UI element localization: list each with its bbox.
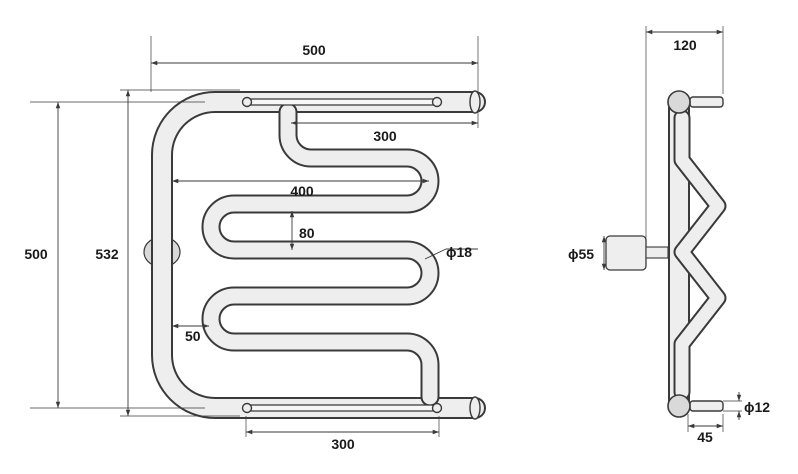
dim-width-total-label: 500: [302, 42, 326, 58]
dim-bar-offset: 45: [687, 414, 724, 445]
dim-coil-width: 400: [172, 178, 429, 199]
dim-side-depth: 120: [645, 26, 724, 238]
dim-pipe-diameter-label: ϕ18: [446, 244, 472, 260]
dim-slot-top-label: 300: [373, 128, 397, 144]
dim-slot-bottom: 300: [245, 416, 440, 452]
dim-coil-pitch: 80: [289, 211, 315, 250]
dim-bar-offset-label: 45: [697, 429, 713, 445]
side-bars: [667, 90, 724, 418]
dim-height-overall: 532: [95, 89, 240, 417]
front-view: 500 300 400 80 ϕ18 50: [24, 36, 486, 452]
dim-coil-width-label: 400: [290, 183, 314, 199]
dim-height-total-label: 500: [24, 246, 48, 262]
side-coil: [673, 109, 727, 401]
dim-height-total: 500: [24, 101, 205, 409]
dim-width-total: 500: [150, 36, 479, 92]
serpentine-coil: [201, 102, 440, 407]
dim-height-overall-label: 532: [95, 246, 119, 262]
dim-bar-diameter-label: ϕ12: [744, 399, 770, 415]
dim-slot-top: 300: [291, 112, 479, 144]
dim-slot-bottom-label: 300: [331, 436, 355, 452]
dim-flange-diameter: ϕ55: [568, 236, 607, 270]
bottom-slot: [241, 402, 443, 414]
dim-pipe-diameter: ϕ18: [424, 244, 478, 260]
dim-coil-pitch-label: 80: [299, 225, 315, 241]
dim-coil-offset-label: 50: [185, 328, 201, 344]
top-slot: [241, 96, 443, 108]
dim-side-depth-label: 120: [673, 37, 697, 53]
frame-pipe: [151, 90, 486, 420]
side-flange: [605, 235, 669, 271]
dim-bar-diameter: ϕ12: [723, 392, 770, 420]
dim-flange-diameter-label: ϕ55: [568, 246, 594, 262]
dim-coil-offset: 50: [172, 323, 209, 344]
side-view: 120 ϕ55 ϕ12 45: [568, 26, 770, 445]
